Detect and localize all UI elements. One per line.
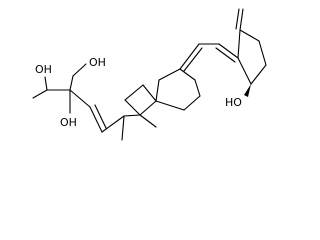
a-ring bbox=[235, 8, 267, 97]
molecule-structure: OH OH OH HO bbox=[32, 8, 267, 141]
bond bbox=[183, 47, 203, 72]
bond bbox=[69, 75, 74, 91]
bond bbox=[239, 8, 244, 31]
bond bbox=[237, 29, 241, 59]
bond bbox=[142, 84, 157, 102]
bond bbox=[139, 100, 157, 116]
bond bbox=[258, 40, 267, 66]
bond bbox=[250, 64, 267, 85]
bond bbox=[237, 57, 252, 85]
hydroxymethyl-hydroxyl-label: OH bbox=[89, 56, 106, 69]
bond bbox=[179, 68, 196, 81]
bond bbox=[194, 79, 201, 97]
bond bbox=[235, 8, 240, 30]
bond bbox=[123, 114, 141, 117]
triene-linker bbox=[179, 43, 239, 72]
bond bbox=[69, 89, 91, 108]
bond bbox=[101, 115, 125, 133]
hydroxyl-label-mid: OH bbox=[60, 116, 77, 129]
stereo-wedge-bond bbox=[244, 84, 251, 97]
bond bbox=[124, 84, 144, 101]
bond bbox=[183, 95, 201, 111]
bond bbox=[215, 47, 236, 63]
cd-ring-system bbox=[123, 68, 201, 128]
bond bbox=[158, 68, 181, 81]
ring-a-hydroxyl-label: HO bbox=[225, 96, 242, 109]
bond bbox=[32, 89, 48, 99]
bond bbox=[124, 99, 141, 116]
bond bbox=[121, 115, 125, 141]
hydroxyl-label-upper-left: OH bbox=[35, 63, 52, 76]
bond bbox=[218, 43, 239, 59]
bond bbox=[179, 43, 200, 70]
side-chain bbox=[32, 63, 125, 141]
bond bbox=[239, 29, 260, 42]
bond bbox=[89, 106, 103, 133]
bond bbox=[94, 104, 107, 129]
bond bbox=[139, 114, 157, 128]
bond bbox=[44, 76, 48, 91]
bond bbox=[155, 79, 160, 102]
bond bbox=[155, 100, 185, 111]
bond bbox=[72, 63, 87, 77]
